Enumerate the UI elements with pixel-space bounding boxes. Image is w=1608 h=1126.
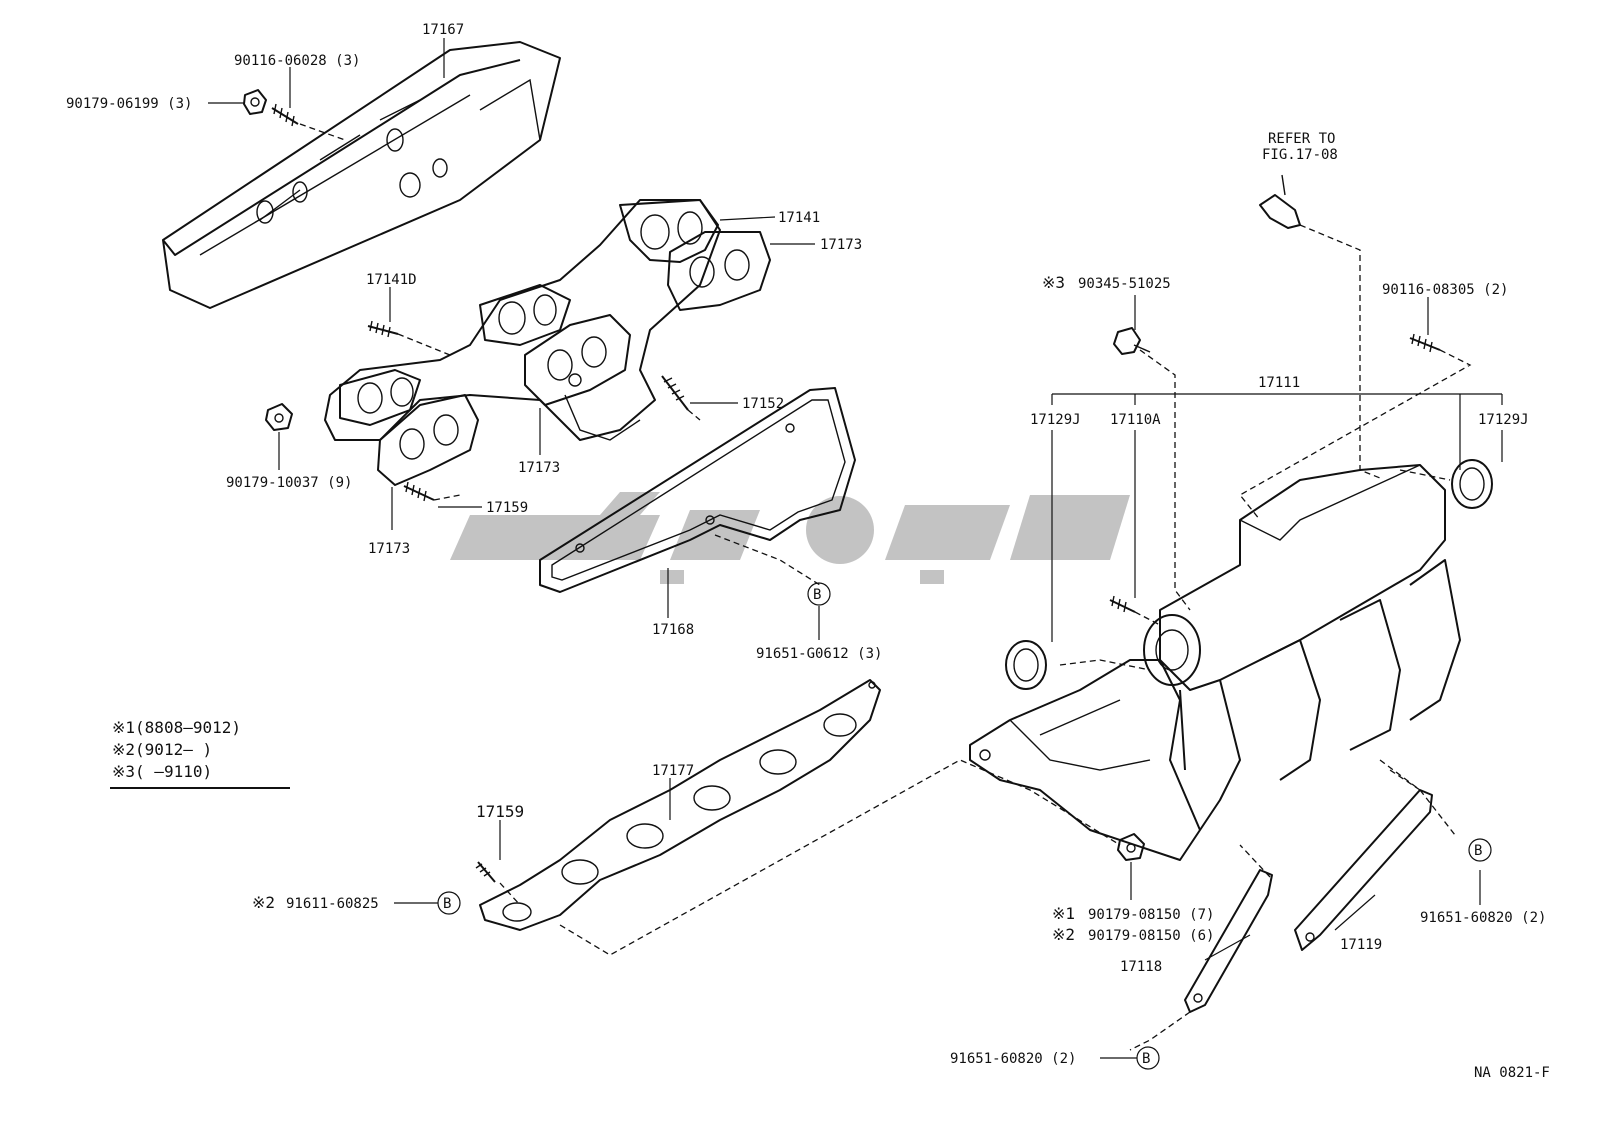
stud-17159-upper — [403, 481, 435, 502]
stud-17141d — [367, 320, 399, 338]
label-17167: 17167 — [422, 22, 464, 38]
label-17118: 17118 — [1120, 959, 1162, 975]
stud-90116-08305 — [1409, 333, 1441, 353]
assembly-lines — [299, 123, 1472, 1051]
date-legend: ※1(8808–9012) ※2(9012– ) ※3( –9110) — [110, 718, 290, 789]
label-17119: 17119 — [1340, 937, 1382, 953]
gasket-17173-middle — [524, 314, 631, 406]
bolt-90345-51025 — [1113, 327, 1151, 355]
heat-shield-17167 — [162, 41, 561, 309]
label-17173-top: 17173 — [820, 237, 862, 253]
label-90179-08150-6: 90179-08150 (6) — [1088, 928, 1214, 944]
marker-b-91651-g0612: B — [807, 582, 831, 606]
label-90345-51025: 90345-51025 — [1078, 276, 1171, 292]
heat-insulator-17168 — [539, 387, 856, 593]
marker-b-text: B — [1474, 843, 1482, 859]
marker-m2-90179: ※2 — [1052, 925, 1075, 944]
label-91651-60820-right: 91651-60820 (2) — [1420, 910, 1546, 926]
legend-row-3: ※3( –9110) — [112, 762, 212, 781]
label-91651-g0612: 91651-G0612 (3) — [756, 646, 882, 662]
label-90116-08305: 90116-08305 (2) — [1382, 282, 1508, 298]
marker-b-91651-60820-bottom: B — [1136, 1046, 1160, 1070]
watermark-logo — [450, 492, 1130, 584]
label-91651-60820-bottom: 91651-60820 (2) — [950, 1051, 1076, 1067]
marker-m1-90179: ※1 — [1052, 904, 1075, 923]
marker-b-text: B — [813, 587, 821, 603]
label-17173-bottom: 17173 — [368, 541, 410, 557]
marker-b-text: B — [1142, 1051, 1150, 1067]
label-17129j-right: 17129J — [1478, 412, 1529, 428]
stud-17159-lower — [475, 861, 496, 883]
gasket-17173-bottom — [377, 394, 479, 486]
legend-row-2: ※2(9012– ) — [112, 740, 212, 759]
label-90116-06028: 90116-06028 (3) — [234, 53, 360, 69]
marker-m3-90345: ※3 — [1042, 273, 1065, 292]
gasket-17129j-left — [1005, 640, 1047, 690]
stay-17119 — [1294, 789, 1433, 951]
label-90179-08150-7: 90179-08150 (7) — [1088, 907, 1214, 923]
exhaust-manifold-17141 — [324, 199, 721, 441]
marker-b-text: B — [443, 896, 451, 912]
label-90179-06199: 90179-06199 (3) — [66, 96, 192, 112]
marker-m2-91611: ※2 — [252, 893, 275, 912]
label-17159-upper: 17159 — [486, 500, 528, 516]
label-17110a: 17110A — [1110, 412, 1161, 428]
stud-17152 — [661, 375, 689, 411]
stud-90116-06028 — [271, 103, 299, 127]
part-labels: 17167 90116-06028 (3) 90179-06199 (3) 17… — [66, 22, 1546, 1067]
sensor-refer-fig — [1259, 174, 1301, 229]
label-17173-middle: 17173 — [518, 460, 560, 476]
label-17152: 17152 — [742, 396, 784, 412]
label-91611-60825: 91611-60825 — [286, 896, 379, 912]
label-17168: 17168 — [652, 622, 694, 638]
gasket-17177 — [479, 679, 881, 931]
label-17159-lower: 17159 — [476, 802, 524, 821]
leader-lines — [208, 38, 1503, 1059]
label-17177: 17177 — [652, 763, 694, 779]
figure-code: NA 0821-F — [1474, 1065, 1550, 1081]
stud-17110a — [1109, 595, 1136, 613]
label-90179-10037: 90179-10037 (9) — [226, 475, 352, 491]
gasket-17129j-right — [1451, 459, 1493, 509]
marker-b-91611-60825: B — [437, 891, 461, 915]
label-17129j-left: 17129J — [1030, 412, 1081, 428]
gasket-17173-top — [667, 231, 771, 311]
nut-90179-10037 — [265, 403, 293, 431]
label-17111: 17111 — [1258, 375, 1300, 391]
label-17141d: 17141D — [366, 272, 417, 288]
marker-b-91651-60820-right: B — [1468, 838, 1492, 862]
label-refer-to: REFER TO — [1268, 131, 1335, 147]
nut-90179-06199 — [243, 89, 267, 115]
legend-row-1: ※1(8808–9012) — [112, 718, 241, 737]
nut-90179-08150 — [1117, 833, 1145, 861]
label-17141: 17141 — [778, 210, 820, 226]
label-refer-fig: FIG.17-08 — [1262, 147, 1338, 163]
intake-manifold-17111 — [969, 464, 1461, 861]
